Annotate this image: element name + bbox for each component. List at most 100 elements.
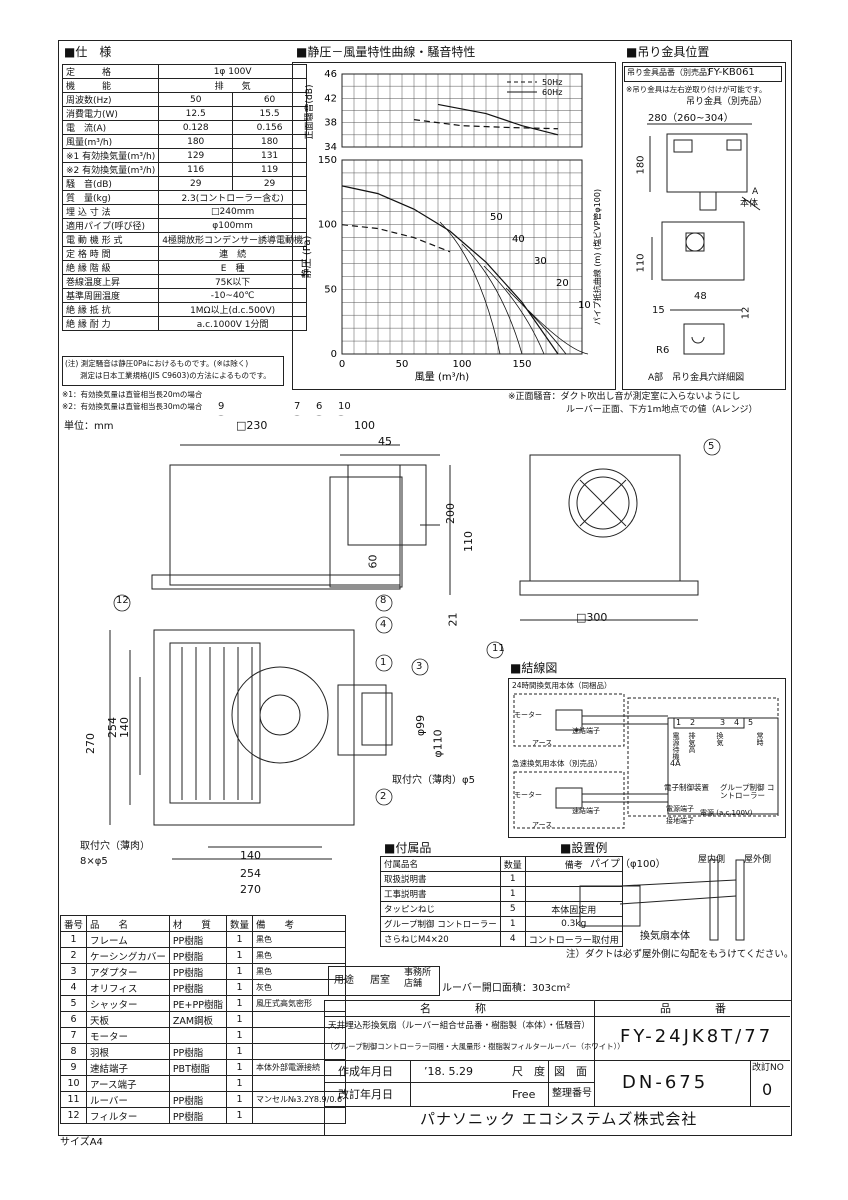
wiring-diagram — [513, 693, 779, 829]
accessories-cell: 5 — [499, 901, 526, 917]
parts-cell: モーター — [86, 1027, 170, 1044]
spec-value-v1: 180 — [158, 134, 234, 149]
hanger-drawing — [647, 123, 761, 355]
parts-cell: 7 — [59, 1027, 88, 1044]
tb-line-4 — [324, 1106, 790, 1107]
balloon-6: 6 — [316, 401, 323, 412]
tb-created: ’18. 5.29 — [424, 1065, 473, 1078]
hanger-dim-48: 48 — [694, 291, 707, 302]
tb-product: FY-24JK8T/77 — [620, 1026, 774, 1047]
spec-label: ※1 有効換気量(m³/h) — [61, 148, 160, 163]
dim-110-front: 110 — [462, 531, 475, 552]
hanger-header-label: 吊り金具品番（別売品） — [627, 68, 715, 77]
paper-size: サイズA4 — [60, 1137, 103, 1148]
wiring-title: ■結線図 — [510, 661, 558, 675]
parts-cell: 1 — [225, 1043, 254, 1060]
dim-270-h: 270 — [240, 883, 261, 896]
parts-cell: 1 — [225, 1091, 254, 1108]
pq-pipe-label: 10 — [578, 300, 591, 311]
tb-ref-label: 整理番号 — [552, 1088, 592, 1099]
balloon-11: 11 — [492, 643, 505, 654]
parts-cell: PBT樹脂 — [168, 1059, 227, 1076]
spec-value: E 種 — [158, 260, 307, 275]
pq-pipe-label: 30 — [534, 256, 547, 267]
hanger-r6: R6 — [656, 345, 670, 356]
chart-footnote-1: ※正面騒音：ダクト吹出し音が測定室に入らないようにし — [508, 392, 741, 402]
pq-series-60Hz — [341, 185, 559, 355]
chart-title: ■静圧－風量特性曲線・騒音特性 — [296, 45, 476, 59]
tb-line-3 — [324, 1082, 594, 1083]
mount-hole-label-3: 8×φ5 — [80, 856, 108, 867]
wiring-terminal-1: 速結端子 — [572, 727, 600, 735]
spec-label: 騒 音(dB) — [61, 176, 160, 191]
spec-label: 巻線温度上昇 — [61, 274, 160, 289]
spec-label: 埋 込 寸 法 — [61, 204, 160, 219]
accessories-cell: 4 — [499, 931, 526, 947]
parts-cell: 1 — [59, 931, 88, 948]
hanger-detail-label: A部 吊り金具穴詳細図 — [648, 373, 745, 383]
wiring-earth-1: アース — [532, 739, 553, 747]
spec-row: 質 量(kg)2.3(コントローラー含む) — [61, 190, 307, 205]
pq-pipe-curve — [461, 243, 523, 355]
dim-99: φ99 — [414, 714, 428, 737]
spec-label: 周波数(Hz) — [61, 92, 160, 107]
tb-vline-2 — [410, 1060, 411, 1106]
pq-ytick-label: 0 — [331, 349, 337, 360]
tb-vline-1 — [594, 1000, 595, 1106]
parts-cell: フィルター — [86, 1107, 170, 1124]
hanger-dim-12: 12 — [740, 306, 752, 320]
pq-xtick-label: 150 — [512, 359, 531, 370]
pq-series-50Hz — [341, 224, 451, 253]
spec-footnote-1: ※1：有効換気量は直管相当長20mの場合 — [62, 390, 203, 399]
noise-series-60Hz — [437, 103, 559, 136]
spec-row: 埋 込 寸 法□240mm — [61, 204, 307, 219]
spec-row: 機 能排 気 — [61, 78, 307, 93]
hanger-dim-15: 15 — [652, 305, 665, 316]
spec-value: 2.3(コントローラー含む) — [158, 190, 307, 205]
pq-xtick-label: 50 — [396, 359, 409, 370]
spec-note-1: (注) 測定騒音は静圧0Paにおけるものです。(※は除く) — [65, 359, 249, 368]
accessories-cell: 1 — [499, 886, 526, 902]
pq-pipe-curve — [505, 287, 567, 355]
pq-xtick-label: 100 — [452, 359, 471, 370]
parts-cell: 天板 — [86, 1011, 170, 1028]
parts-cell: 1 — [225, 963, 254, 980]
parts-cell: 1 — [225, 1027, 254, 1044]
balloon-4: 4 — [380, 619, 387, 630]
pq-xtick-label: 0 — [339, 359, 345, 370]
spec-label: 定 格 時 間 — [61, 246, 160, 261]
title-block — [324, 1000, 791, 1135]
pq-pipe-curve — [439, 221, 501, 355]
hanger-a: A — [752, 187, 759, 197]
tb-scale: Free — [512, 1088, 536, 1101]
parts-cell: 数量 — [225, 915, 254, 932]
parts-cell: 1 — [225, 1075, 254, 1092]
parts-cell: 12 — [59, 1107, 88, 1124]
wiring-box1: 24時間換気用本体（同梱品） — [512, 681, 612, 690]
pq-pipe-curve — [527, 309, 589, 355]
parts-cell: シャッター — [86, 995, 170, 1012]
install-fan: 換気扇本体 — [640, 931, 690, 942]
wiring-terminal-num: 5 — [748, 718, 754, 727]
wiring-power: 電源 (a.c.100V) — [700, 809, 753, 817]
wiring-power-terminal: 電源端子 — [666, 805, 694, 813]
wiring-box2: 急速換気用本体（別売品） — [512, 759, 602, 768]
parts-cell: 11 — [59, 1091, 88, 1108]
spec-label: 基準周囲温度 — [61, 288, 160, 303]
spec-row: 基準周囲温度-10~40℃ — [61, 288, 307, 303]
spec-value: 連 続 — [158, 246, 307, 261]
parts-cell — [251, 1107, 347, 1124]
tb-rev-label: 改訂NO — [752, 1063, 784, 1073]
parts-cell: ルーバー — [86, 1091, 170, 1108]
hanger-dim-110: 110 — [635, 253, 647, 273]
spec-value-v1: 12.5 — [158, 106, 234, 121]
parts-cell: 材 質 — [168, 915, 227, 932]
hanger-header-value: FY-KB061 — [708, 67, 755, 78]
